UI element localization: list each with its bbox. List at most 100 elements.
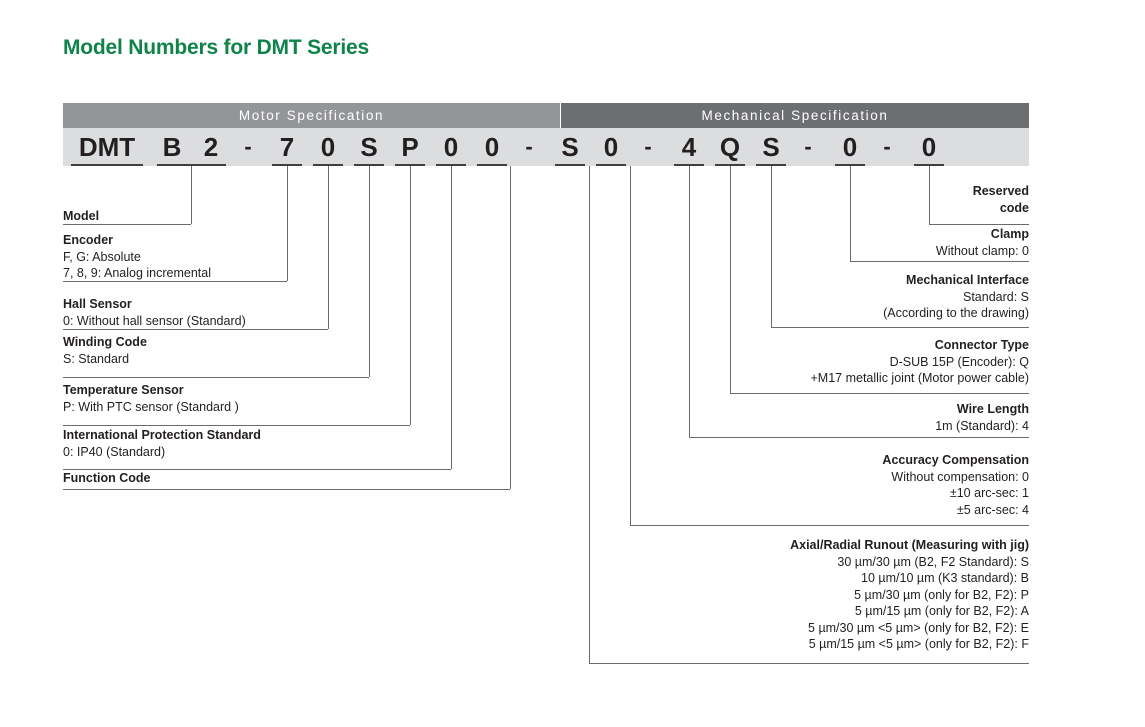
code-char-13: - bbox=[644, 134, 652, 159]
code-char-10: - bbox=[525, 134, 533, 159]
label-subline-accuracy-compensation-2: ±5 arc-sec: 4 bbox=[956, 502, 1029, 517]
leader-drop-left-5 bbox=[451, 166, 452, 469]
label-title-reserved-code: Reserved bbox=[972, 184, 1029, 198]
motor-specification-header: Motor Specification bbox=[63, 103, 560, 128]
label-subline-connector-type-0: D-SUB 15P (Encoder): Q bbox=[889, 354, 1029, 369]
label-subline-accuracy-compensation-1: ±10 arc-sec: 1 bbox=[949, 486, 1029, 500]
leader-drop-right-2 bbox=[771, 166, 772, 327]
label-title-wire-length: Wire Length bbox=[956, 402, 1029, 416]
label-title-model: Model bbox=[63, 209, 100, 223]
leader-rule-right-3 bbox=[730, 393, 1029, 394]
label-function-code: Function Code bbox=[63, 470, 151, 487]
leader-rule-left-1 bbox=[63, 281, 287, 282]
label-subline-hall-sensor-0: 0: Without hall sensor (Standard) bbox=[63, 313, 246, 328]
leader-rule-left-3 bbox=[63, 377, 369, 378]
code-char-5: 0 bbox=[320, 132, 336, 162]
code-char-1: B bbox=[162, 132, 182, 162]
code-char-7: P bbox=[401, 132, 419, 162]
mechanical-specification-header: Mechanical Specification bbox=[561, 103, 1029, 128]
leader-drop-left-1 bbox=[287, 166, 288, 281]
label-international-protection-standard: International Protection Standard 0: IP40… bbox=[63, 427, 261, 460]
label-title-axial-radial-runout: Axial/Radial Runout (Measuring with jig) bbox=[790, 538, 1029, 552]
label-title-function-code: Function Code bbox=[63, 471, 151, 485]
leader-rule-right-6 bbox=[589, 663, 1029, 664]
label-title-accuracy-compensation: Accuracy Compensation bbox=[882, 453, 1029, 467]
label-subline-international-protection-standard-0: 0: IP40 (Standard) bbox=[63, 444, 166, 459]
label-subline-axial-radial-runout-3: 5 µm/15 µm (only for B2, F2): A bbox=[854, 604, 1029, 618]
label-subline-winding-code-0: S: Standard bbox=[63, 351, 130, 366]
leader-rule-left-4 bbox=[63, 425, 410, 426]
label-subline-encoder-0: F, G: Absolute bbox=[63, 249, 141, 264]
label-model: Model bbox=[63, 208, 99, 225]
label-subline-axial-radial-runout-0: 30 µm/30 µm (B2, F2 Standard): S bbox=[837, 554, 1029, 569]
leader-rule-right-0 bbox=[929, 224, 1029, 225]
label-subline-wire-length-0: 1m (Standard): 4 bbox=[935, 418, 1029, 433]
code-underline-4 bbox=[354, 164, 384, 166]
leader-rule-right-1 bbox=[850, 261, 1029, 262]
leader-rule-left-2 bbox=[63, 329, 328, 330]
leader-rule-left-5 bbox=[63, 469, 451, 470]
code-char-19: - bbox=[883, 134, 891, 159]
code-underline-10 bbox=[674, 164, 704, 166]
label-subline-encoder-1: 7, 8, 9: Analog incremental bbox=[63, 266, 212, 280]
code-char-2: 2 bbox=[203, 132, 219, 162]
page-title: Model Numbers for DMT Series bbox=[63, 36, 369, 59]
leader-rule-right-2 bbox=[771, 327, 1029, 328]
label-title-temperature-sensor: Temperature Sensor bbox=[63, 383, 184, 397]
label-title-clamp: Clamp bbox=[990, 227, 1029, 241]
code-underline-5 bbox=[395, 164, 425, 166]
code-char-3: - bbox=[244, 134, 252, 159]
code-char-9: 0 bbox=[484, 132, 500, 162]
code-underline-8 bbox=[555, 164, 585, 166]
leader-drop-model bbox=[191, 166, 192, 224]
label-title-encoder: Encoder bbox=[63, 233, 114, 247]
leader-drop-left-4 bbox=[410, 166, 411, 425]
label-wire-length: Wire Length 1m (Standard): 4 bbox=[935, 401, 1029, 434]
label-hall-sensor: Hall Sensor 0: Without hall sensor (Stand… bbox=[63, 296, 246, 329]
code-underline-13 bbox=[835, 164, 865, 166]
leader-drop-right-0 bbox=[929, 166, 930, 224]
label-title-international-protection-standard: International Protection Standard bbox=[63, 428, 261, 442]
label-subline-clamp-0: Without clamp: 0 bbox=[935, 243, 1029, 258]
code-underline-11 bbox=[715, 164, 745, 166]
code-char-12: 0 bbox=[603, 132, 619, 162]
leader-rule-right-4 bbox=[689, 437, 1029, 438]
code-char-14: 4 bbox=[681, 132, 697, 162]
code-underline-12 bbox=[756, 164, 786, 166]
label-subline-axial-radial-runout-5: 5 µm/15 µm <5 µm> (only for B2, F2): F bbox=[808, 637, 1029, 651]
label-subline-axial-radial-runout-4: 5 µm/30 µm <5 µm> (only for B2, F2): E bbox=[808, 620, 1029, 635]
code-char-17: - bbox=[804, 134, 812, 159]
label-subline-axial-radial-runout-2: 5 µm/30 µm (only for B2, F2): P bbox=[854, 587, 1029, 602]
code-char-8: 0 bbox=[443, 132, 459, 162]
code-char-11: S bbox=[561, 132, 579, 162]
code-char-18: 0 bbox=[842, 132, 858, 162]
label-subline-connector-type-1: +M17 metallic joint (Motor power cable) bbox=[810, 371, 1030, 385]
code-underline-1 bbox=[157, 164, 226, 166]
leader-rule-right-5 bbox=[630, 525, 1029, 526]
code-char-15: Q bbox=[719, 132, 741, 162]
label-encoder: Encoder F, G: Absolute 7, 8, 9: Analog inc… bbox=[63, 232, 211, 282]
label-subline-mechanical-interface-0: Standard: S bbox=[962, 289, 1029, 304]
code-underline-0 bbox=[71, 164, 143, 166]
leader-drop-right-5 bbox=[630, 166, 631, 525]
label-subline-axial-radial-runout-1: 10 µm/10 µm (K3 standard): B bbox=[861, 571, 1029, 585]
label-title2-reserved-code: code bbox=[999, 200, 1029, 215]
code-char-20: 0 bbox=[921, 132, 937, 162]
label-title-mechanical-interface: Mechanical Interface bbox=[906, 273, 1029, 287]
label-title-hall-sensor: Hall Sensor bbox=[63, 297, 132, 311]
code-char-0: DMT bbox=[78, 132, 136, 162]
code-underline-9 bbox=[596, 164, 626, 166]
leader-drop-right-1 bbox=[850, 166, 851, 261]
code-underline-14 bbox=[914, 164, 944, 166]
code-underline-2 bbox=[272, 164, 302, 166]
leader-rule-left-6 bbox=[63, 489, 510, 490]
code-underline-6 bbox=[436, 164, 466, 166]
